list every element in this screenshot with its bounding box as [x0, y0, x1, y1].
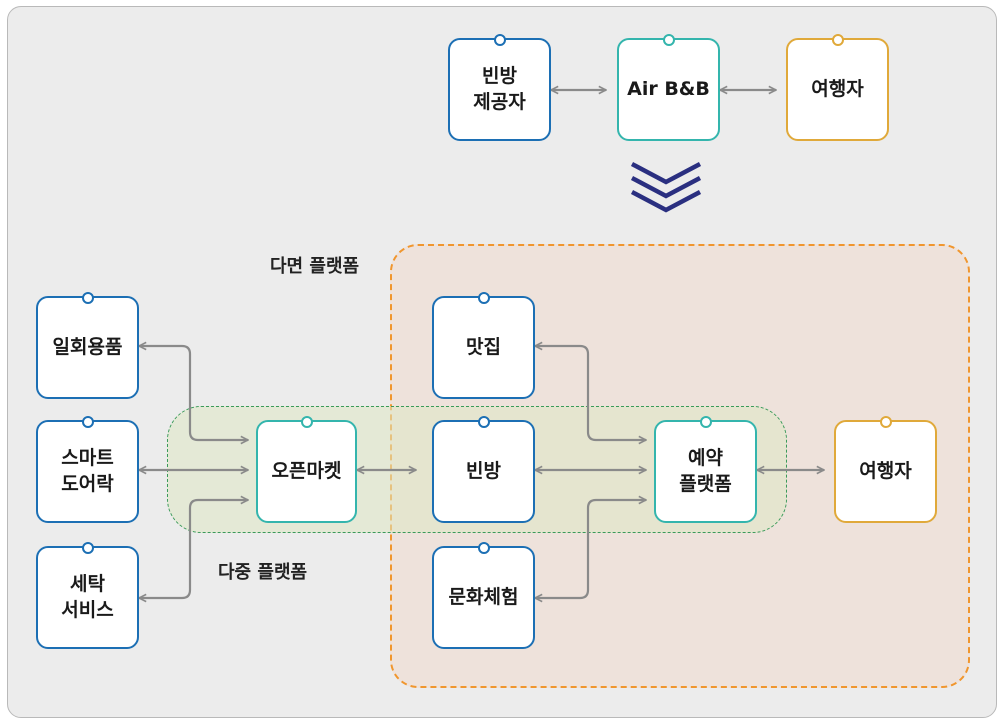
laundry-service-label: 세탁 서비스: [61, 573, 114, 621]
restaurant-label: 맛집: [466, 335, 501, 358]
node-pin-icon: [879, 416, 892, 428]
node-pin-icon: [477, 292, 490, 304]
smart-doorlock-node: 스마트 도어락: [36, 416, 139, 523]
empty-room-node: 빈방: [432, 416, 535, 523]
node-pin-icon: [477, 416, 490, 428]
node-pin-icon: [662, 34, 675, 46]
node-pin-icon: [81, 542, 94, 554]
laundry-service-node: 세탁 서비스: [36, 542, 139, 649]
daily-goods-openmarket-link: [139, 346, 248, 440]
node-pin-icon: [81, 292, 94, 304]
node-pin-icon: [831, 34, 844, 46]
daily-goods-node: 일회용품: [36, 292, 139, 399]
restaurant-booking-link: [535, 346, 646, 440]
smart-doorlock-label: 스마트 도어락: [61, 447, 114, 495]
broker-node: Air B&B: [617, 34, 720, 141]
open-market-label: 오픈마켓: [271, 459, 342, 482]
node-pin-icon: [493, 34, 506, 46]
node-pin-icon: [477, 542, 490, 554]
provider-node: 빈방 제공자: [448, 34, 551, 141]
booking-platform-label: 예약 플랫폼: [679, 447, 732, 495]
top-traveler-node: 여행자: [786, 34, 889, 141]
traveler-label: 여행자: [859, 459, 912, 482]
node-pin-icon: [300, 416, 313, 428]
node-pin-icon: [699, 416, 712, 428]
open-market-node: 오픈마켓: [256, 416, 357, 523]
booking-platform-node: 예약 플랫폼: [654, 416, 757, 523]
culture-experience-label: 문화체험: [448, 585, 519, 608]
provider-label: 빈방 제공자: [473, 65, 526, 113]
daily-goods-label: 일회용품: [52, 335, 123, 358]
broker-label: Air B&B: [627, 77, 710, 100]
node-pin-icon: [81, 416, 94, 428]
culture-experience-node: 문화체험: [432, 542, 535, 649]
culture-booking-link: [535, 500, 646, 598]
restaurant-node: 맛집: [432, 292, 535, 399]
traveler-node: 여행자: [834, 416, 937, 523]
empty-room-label: 빈방: [466, 459, 501, 482]
laundry-openmarket-link: [139, 500, 248, 598]
multi-sided-platform-label: 다면 플랫폼: [270, 256, 360, 277]
down-chevrons-icon: [630, 162, 702, 213]
top-traveler-label: 여행자: [811, 77, 864, 100]
